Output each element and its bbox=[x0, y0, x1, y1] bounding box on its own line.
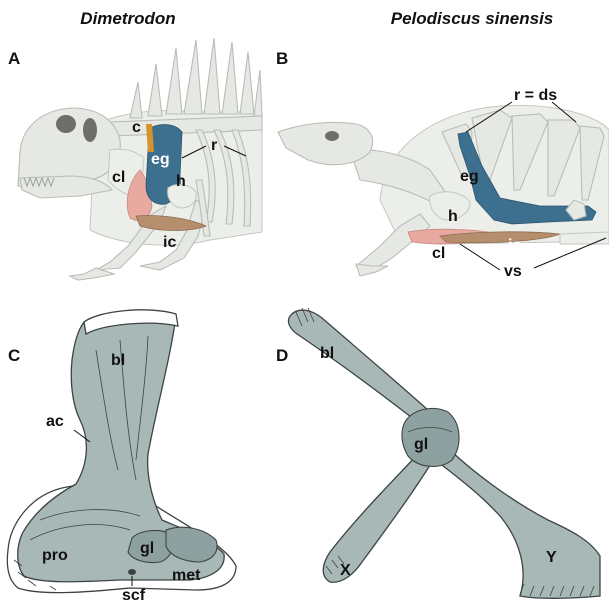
title-dimetrodon: Dimetrodon bbox=[80, 9, 175, 28]
label-b-interclavicle: ic bbox=[508, 237, 521, 254]
label-b-humerus: h bbox=[448, 208, 458, 225]
panel-label-d: D bbox=[276, 346, 288, 365]
d-coracoid-y bbox=[438, 446, 600, 598]
label-c-procoracoid: pro bbox=[42, 547, 68, 564]
label-c-glenoid: gl bbox=[140, 540, 154, 557]
label-c-blade: bl bbox=[111, 352, 125, 369]
panel-b-illustration: r = ds eg h ic cl vs bbox=[278, 87, 609, 280]
turtle-orbit bbox=[325, 131, 339, 141]
dimetrodon-sail bbox=[130, 38, 262, 118]
c-supracoracoid-foramen bbox=[128, 569, 136, 575]
label-c-acromion: ac bbox=[46, 413, 64, 430]
label-b-clavicle: cl bbox=[432, 245, 445, 262]
dimetrodon-manus bbox=[70, 268, 114, 280]
label-a-clavicle: cl bbox=[112, 169, 125, 186]
panel-d-illustration: bl gl X Y bbox=[288, 308, 600, 598]
panel-label-c: C bbox=[8, 346, 20, 365]
label-b-rib-dermal-shield: r = ds bbox=[514, 87, 557, 104]
dimetrodon-temporal-fenestra bbox=[83, 118, 97, 142]
dimetrodon-orbit bbox=[56, 115, 76, 133]
label-d-y: Y bbox=[546, 549, 557, 566]
panel-label-b: B bbox=[276, 49, 288, 68]
label-a-humerus: h bbox=[176, 173, 186, 190]
label-c-supracoracoid-foramen: scf bbox=[122, 587, 146, 604]
label-d-x: X bbox=[340, 562, 351, 579]
turtle-skull bbox=[278, 122, 373, 164]
label-a-endochondral-girdle: eg bbox=[151, 151, 170, 168]
label-a-ribs: r bbox=[211, 137, 217, 154]
label-a-cleithrum: c bbox=[132, 119, 141, 136]
panel-label-a: A bbox=[8, 49, 20, 68]
leader-b-vs1 bbox=[460, 244, 500, 270]
panel-a-illustration: c eg r cl h ic bbox=[18, 38, 262, 280]
label-b-endochondral-girdle: eg bbox=[460, 168, 479, 185]
label-d-glenoid: gl bbox=[414, 436, 428, 453]
turtle-plastron bbox=[560, 232, 609, 244]
title-pelodiscus: Pelodiscus sinensis bbox=[391, 9, 554, 28]
turtle-manus bbox=[356, 264, 388, 276]
label-a-interclavicle: ic bbox=[163, 234, 176, 251]
label-b-ventral-shield: vs bbox=[504, 263, 522, 280]
label-c-metacoracoid: met bbox=[172, 567, 201, 584]
label-d-blade: bl bbox=[320, 345, 334, 362]
d-glenoid bbox=[402, 408, 459, 466]
panel-c-illustration: bl ac pro gl met scf bbox=[7, 310, 236, 604]
d-scapular-blade bbox=[288, 310, 428, 424]
